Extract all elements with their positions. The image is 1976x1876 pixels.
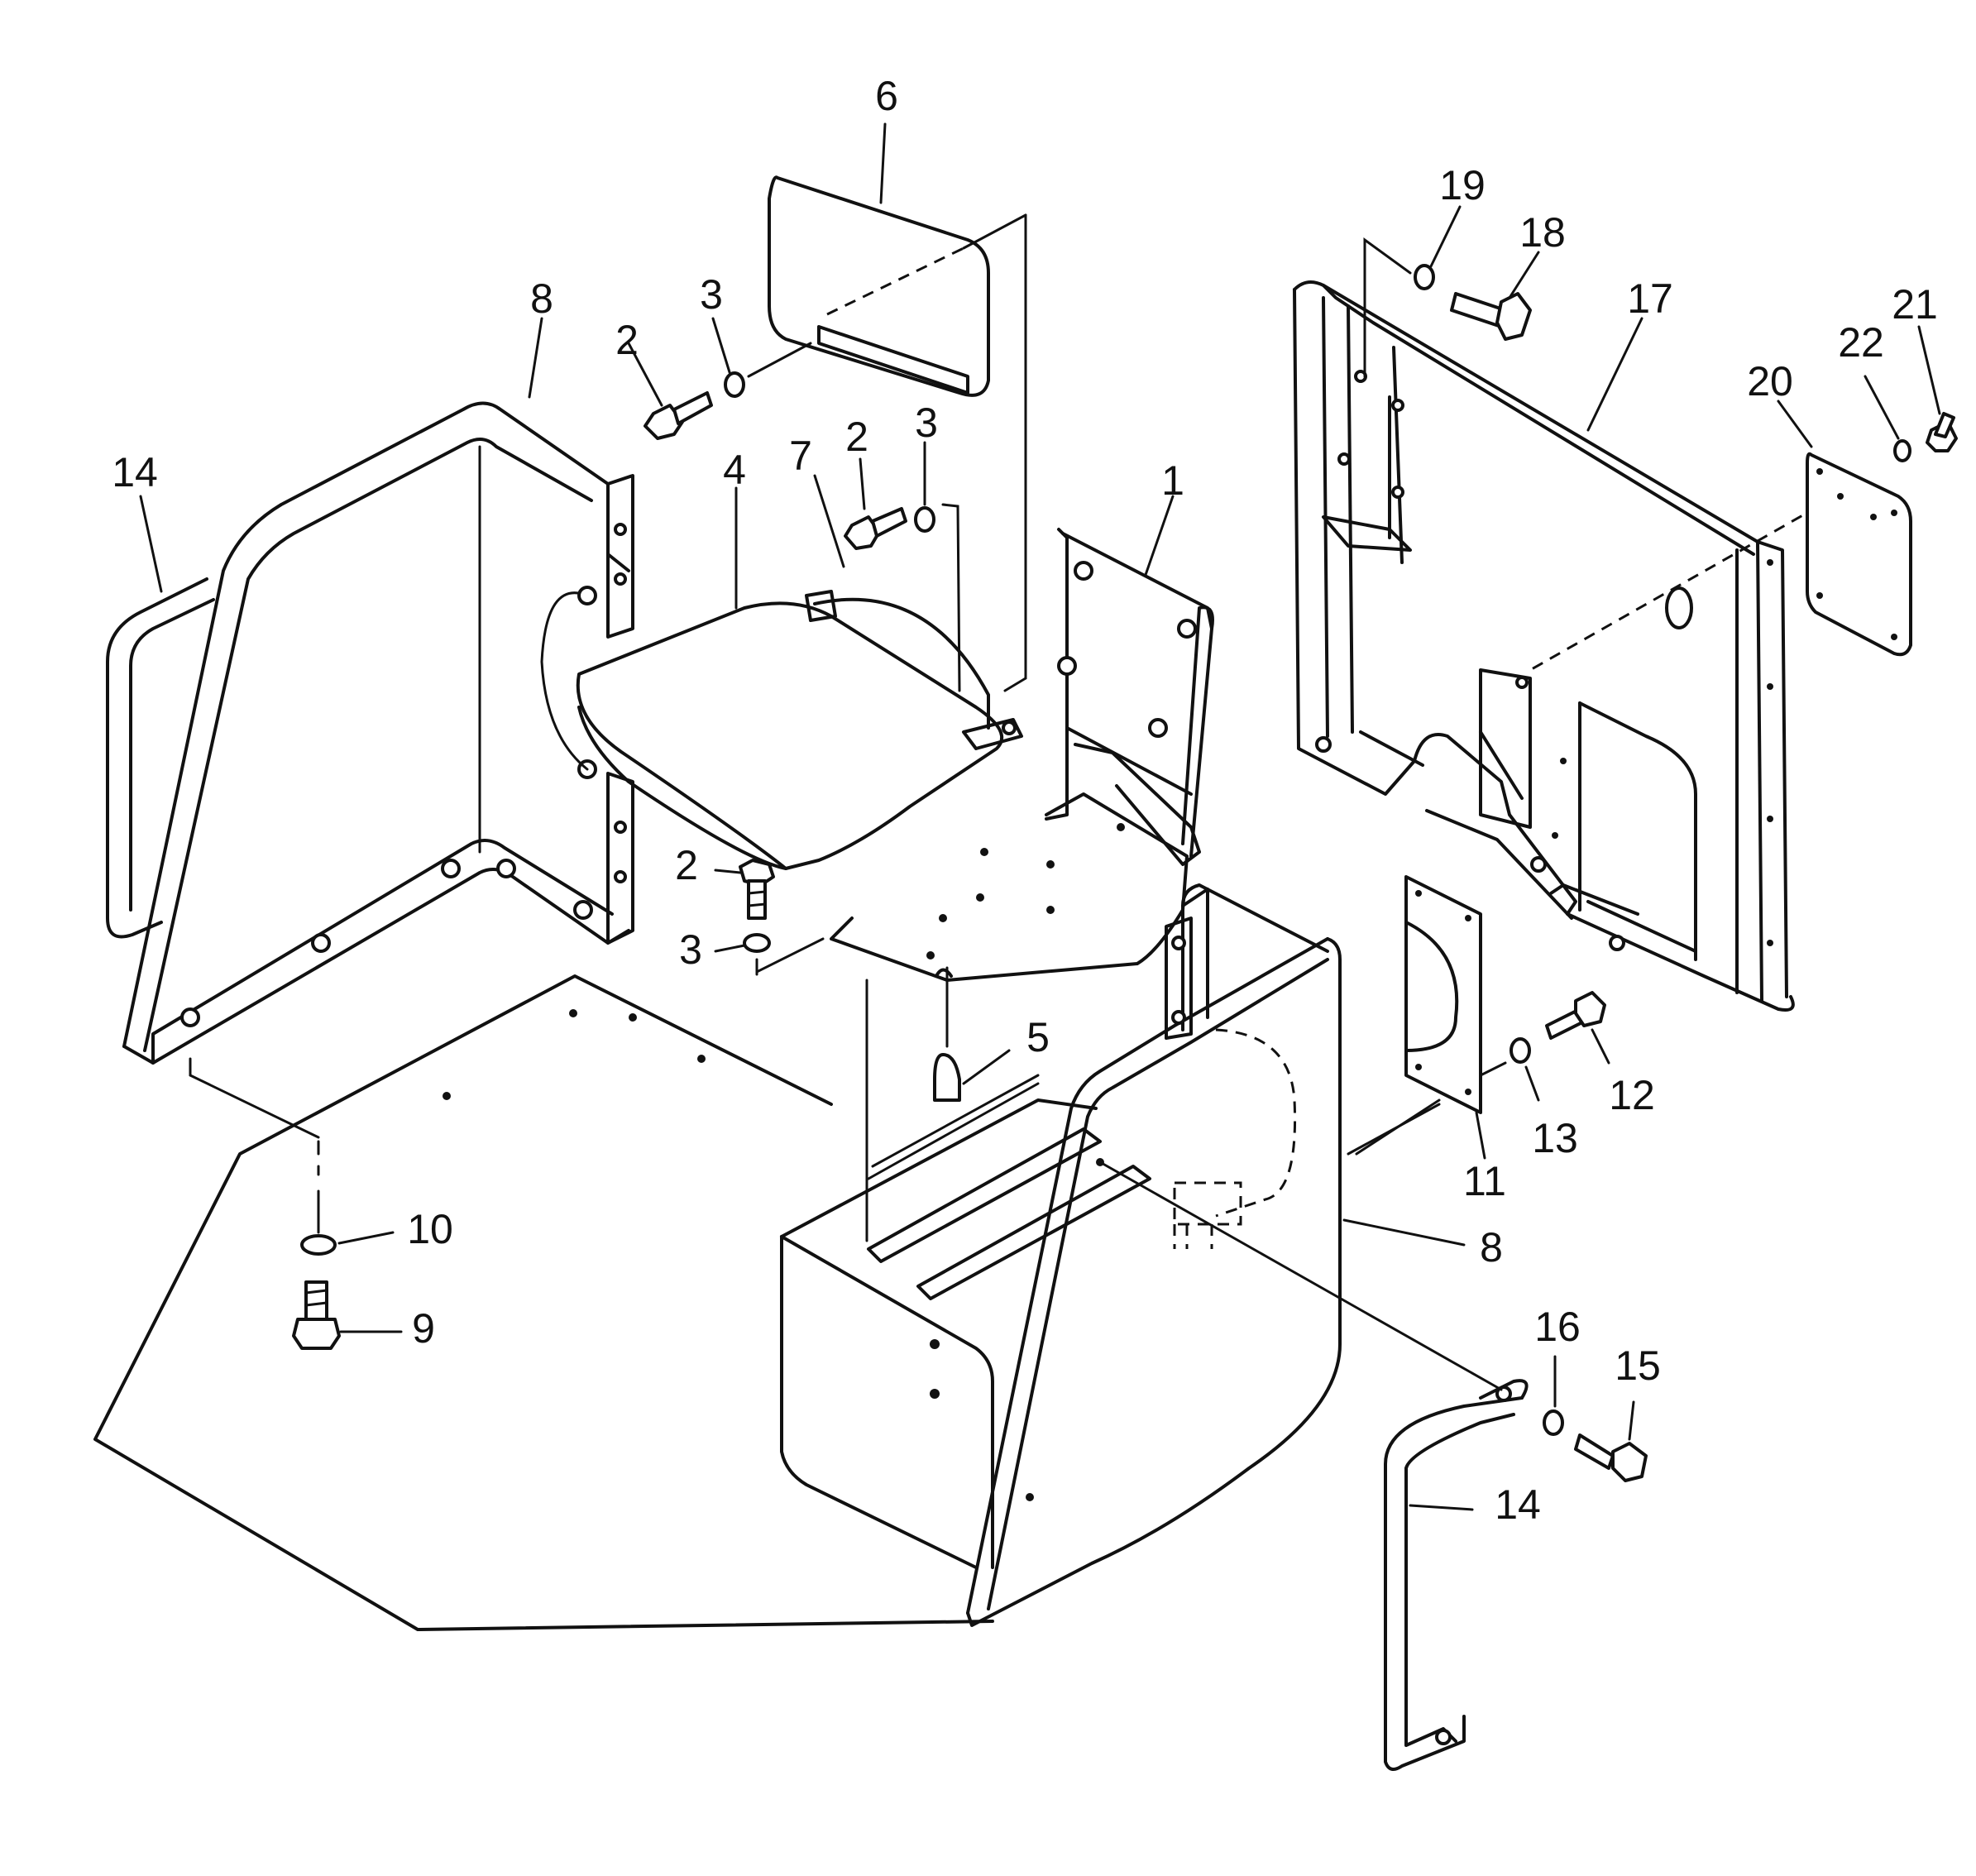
seat-back [768, 175, 1027, 692]
callout-9: 9 [412, 1305, 435, 1352]
seat-cushion [576, 590, 1023, 870]
washer-3-lower [743, 933, 771, 953]
callout-1: 1 [1161, 457, 1184, 504]
callout-22: 22 [1838, 319, 1884, 366]
callout-8-right: 8 [1480, 1224, 1503, 1271]
callout-14-left: 14 [112, 449, 158, 495]
callout-2-lower: 2 [675, 842, 698, 888]
bolt-2-middle [844, 507, 907, 550]
callout-4: 4 [723, 447, 746, 493]
right-fender [966, 883, 1342, 1627]
bolt-12 [1545, 991, 1606, 1040]
washer-3-upper [724, 371, 745, 398]
callout-19: 19 [1439, 162, 1486, 208]
floor-plate [93, 974, 994, 1631]
right-handrail [1384, 1379, 1529, 1771]
callout-17: 17 [1627, 275, 1673, 322]
bolt-9 [292, 1280, 341, 1350]
bolt-15 [1574, 1433, 1648, 1482]
washer-10 [300, 1234, 337, 1256]
washer-13 [1510, 1037, 1531, 1064]
callout-3-middle: 3 [915, 400, 938, 446]
knob-5 [933, 1053, 961, 1102]
washer-19 [1414, 264, 1435, 290]
battery-box [780, 1074, 1151, 1569]
left-fender [122, 401, 634, 1065]
callout-6: 6 [875, 73, 898, 119]
callout-18: 18 [1519, 209, 1566, 256]
callout-labels: 6 8 3 2 14 4 7 2 3 1 2 3 5 10 9 8 11 13 … [112, 73, 1938, 1528]
callout-13: 13 [1532, 1115, 1578, 1161]
washer-16 [1543, 1409, 1564, 1436]
bracket-plate [1355, 875, 1482, 1156]
washer-3-middle [914, 506, 935, 533]
callout-15: 15 [1615, 1342, 1661, 1389]
callout-2-middle: 2 [845, 414, 868, 460]
callout-5: 5 [1026, 1014, 1050, 1060]
callout-20: 20 [1747, 358, 1793, 404]
callout-10: 10 [407, 1206, 453, 1252]
bolt-2-lower [739, 859, 775, 920]
bolt-2-upper [644, 391, 713, 440]
callout-2-upper: 2 [615, 317, 639, 363]
callout-11: 11 [1463, 1158, 1506, 1204]
callout-21: 21 [1892, 281, 1938, 328]
rear-panel [1293, 280, 1837, 1012]
bolt-18 [1450, 292, 1532, 341]
washer-22 [1893, 439, 1911, 462]
callout-16: 16 [1534, 1304, 1581, 1350]
cover-plate [1806, 452, 1912, 657]
leader-lines [139, 122, 1941, 1511]
callout-12: 12 [1609, 1072, 1655, 1118]
bolt-21 [1926, 412, 1958, 452]
left-handrail [106, 577, 215, 939]
fasteners [189, 237, 1958, 1482]
callout-8-left: 8 [530, 275, 553, 322]
callout-3-upper: 3 [700, 271, 723, 318]
callout-3-lower: 3 [679, 926, 702, 973]
callout-14-right: 14 [1495, 1481, 1541, 1528]
callout-7: 7 [789, 433, 812, 479]
